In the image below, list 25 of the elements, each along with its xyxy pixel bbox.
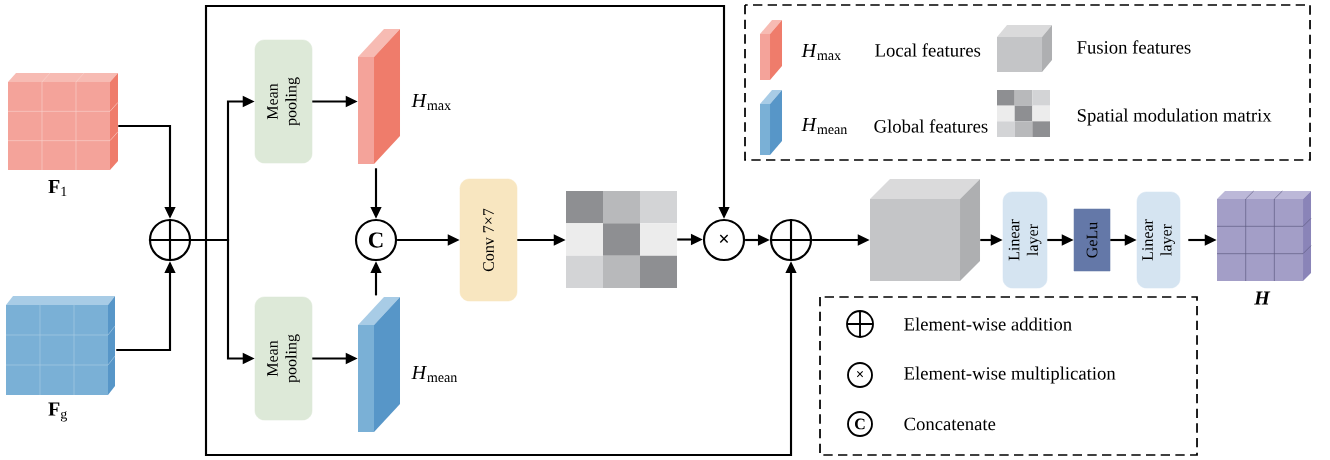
symbol-label: H$_{mean}$ xyxy=(801,117,848,135)
layer-box: Linear layer xyxy=(1136,191,1181,289)
layer-box: Conv 7×7 xyxy=(459,178,518,302)
legend-text: Spatial modulation matrix xyxy=(1077,108,1272,126)
feature-label: H$_{mean}$ xyxy=(411,365,458,383)
legend-text: Fusion features xyxy=(1077,40,1191,54)
legend-text: Element-wise multiplication xyxy=(904,366,1116,384)
legend-text: Global features xyxy=(874,119,988,133)
layer-box: Mean pooling xyxy=(254,296,313,421)
layer-box: Mean pooling xyxy=(254,39,313,164)
feature-label: F$_{g}$ xyxy=(48,402,67,422)
feature-label: H xyxy=(1254,291,1271,305)
layer-box: Linear layer xyxy=(1002,191,1048,289)
addition-symbol xyxy=(768,217,814,263)
addition-symbol xyxy=(147,217,193,263)
feature-label: F$_{1}$ xyxy=(48,180,67,196)
symbol-label: H$_{max}$ xyxy=(801,43,841,61)
legend-text: Element-wise addition xyxy=(904,317,1072,331)
arrow xyxy=(191,238,797,457)
legend-text: Local features xyxy=(875,43,981,57)
feature-label: H$_{max}$ xyxy=(411,93,451,111)
matrix-drawing xyxy=(566,191,677,288)
layer-box: GeLu xyxy=(1073,208,1111,272)
feature-cube xyxy=(870,179,980,281)
legend-text: Concatenate xyxy=(904,417,996,431)
